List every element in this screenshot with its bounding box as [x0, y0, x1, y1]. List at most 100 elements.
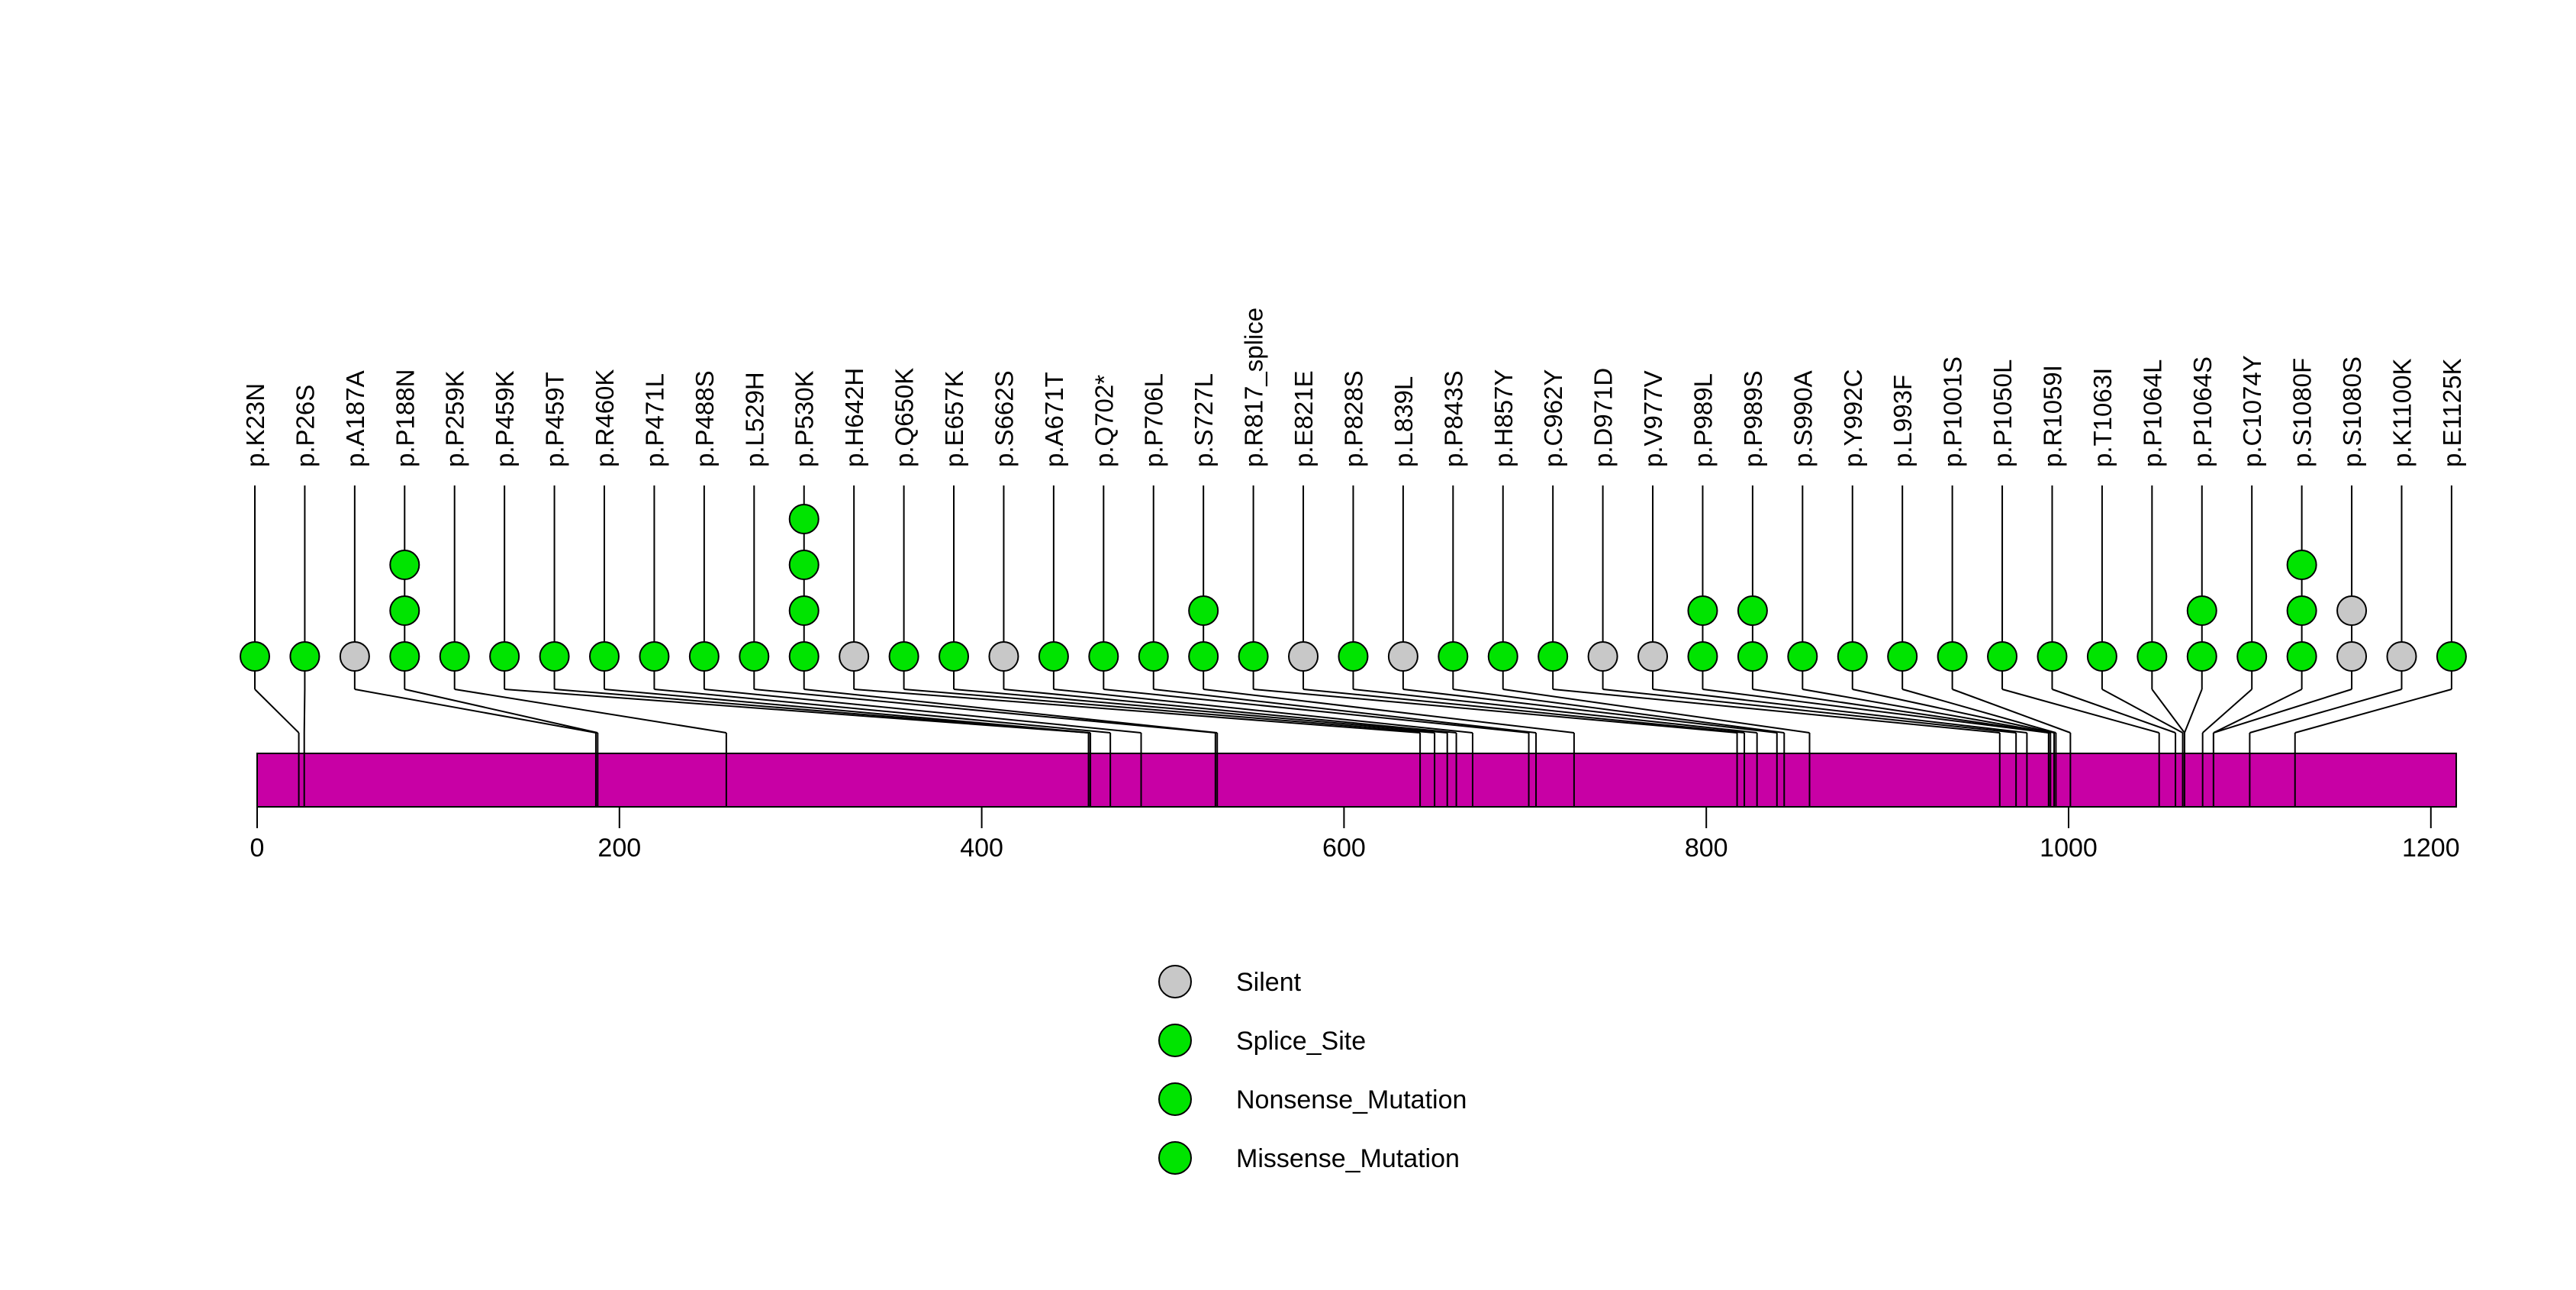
mutation-circle [788, 504, 819, 534]
connector-diagonal [754, 689, 1216, 734]
connector-diagonal [2213, 689, 2352, 734]
mutation-label: p.P530K [791, 370, 819, 467]
mutation-circle [1787, 641, 1818, 672]
mutation-circle [688, 641, 720, 672]
connector-diagonal [854, 689, 1421, 734]
mutation-circle [1987, 641, 2018, 672]
mutation-circle [240, 641, 270, 672]
lollipop: p.P488S [688, 370, 1142, 807]
legend: SilentSplice_SiteNonsense_MutationMissen… [1158, 965, 1467, 1175]
lollipop: p.P828S [1338, 370, 1758, 807]
mutation-label: p.P989L [1689, 373, 1717, 467]
connector-diagonal [1153, 689, 1537, 734]
connector-diagonal [903, 689, 1435, 734]
lollipop: p.Y992C [1837, 369, 2056, 807]
mutation-circle [2186, 641, 2217, 672]
mutation-label: p.R817_splice [1240, 308, 1268, 467]
axis-tick-label: 400 [960, 834, 1003, 863]
connector-diagonal [2213, 689, 2303, 734]
mutation-circle [489, 641, 520, 672]
lollipop: p.S1080S [2212, 356, 2368, 807]
lollipop: p.S990A [1787, 370, 2052, 807]
mutation-circle [389, 595, 420, 626]
connector-diagonal [354, 689, 597, 734]
axis-tick-label: 600 [1322, 834, 1366, 863]
connector-diagonal [2151, 689, 2185, 734]
connector-diagonal [604, 689, 1091, 734]
mutation-circle [739, 641, 770, 672]
protein-domain-bar [256, 753, 2458, 808]
axis-tick-label: 1000 [2040, 834, 2098, 863]
connector-diagonal [803, 689, 1218, 734]
mutation-circle [1438, 641, 1469, 672]
mutation-label: p.P1001S [1939, 356, 1967, 467]
mutation-circle [1937, 641, 1968, 672]
mutation-circle [589, 641, 620, 672]
connector-diagonal [1502, 689, 1810, 734]
mutation-label: p.T1063I [2088, 368, 2117, 467]
mutation-label: p.C1074Y [2238, 355, 2266, 467]
lollipop: p.P1064L [2136, 360, 2185, 807]
mutation-label: p.D971D [1589, 368, 1618, 467]
legend-label: Missense_Mutation [1236, 1144, 1460, 1173]
mutation-label: p.K23N [241, 383, 269, 467]
connector-diagonal [1453, 689, 1785, 734]
legend-swatch-nonsense_mutation [1158, 1082, 1192, 1116]
connector-diagonal [1852, 689, 2055, 734]
mutation-circle [2436, 641, 2467, 672]
lollipop: p.L529H [739, 372, 1216, 807]
lollipop: p.R817_splice [1238, 308, 1738, 807]
connector-diagonal [1752, 689, 2050, 734]
connector-diagonal [953, 689, 1447, 734]
connector-diagonal [1253, 689, 1737, 734]
legend-swatch-silent [1158, 965, 1192, 998]
connector-diagonal [2184, 689, 2203, 734]
legend-label: Silent [1236, 968, 1302, 997]
legend-label: Nonsense_Mutation [1236, 1085, 1467, 1114]
connector-diagonal [1302, 689, 1745, 734]
lollipop: p.P1050L [1987, 360, 2160, 807]
lollipop: p.P989S [1737, 370, 2050, 807]
mutation-label: p.R460K [591, 369, 619, 467]
lollipop: p.H642H [839, 368, 1422, 807]
mutation-circle [1737, 641, 1768, 672]
mutation-label: p.S727L [1190, 373, 1218, 467]
connector-diagonal [404, 689, 598, 734]
mutation-circle [939, 641, 970, 672]
mutation-label: p.E821E [1290, 370, 1318, 467]
lollipop: p.P706L [1138, 373, 1538, 807]
mutation-label: p.P1050L [1988, 360, 2017, 467]
lollipop: p.R1059I [2037, 365, 2177, 807]
mutation-label: p.L529H [740, 372, 768, 467]
axis-tick-label: 200 [597, 834, 641, 863]
mutation-circle [2286, 550, 2317, 580]
connector-diagonal [2001, 689, 2159, 734]
lollipop: p.C962Y [1538, 369, 2001, 807]
mutation-circle [1238, 641, 1269, 672]
lollipop: p.K23N [240, 383, 300, 807]
lollipop: p.S662S [988, 370, 1457, 807]
connector-diagonal [1103, 689, 1529, 734]
connector-diagonal [1553, 689, 2000, 734]
mutation-circle [788, 595, 819, 626]
mutation-circle [1687, 595, 1718, 626]
connector-diagonal [1203, 689, 1575, 734]
lollipop: p.Q650K [888, 368, 1436, 807]
connector-diagonal [2052, 689, 2176, 734]
mutation-circle [2236, 641, 2268, 672]
connector-diagonal [1053, 689, 1473, 734]
mutation-circle [1637, 641, 1669, 672]
connector-diagonal [704, 689, 1141, 734]
mutation-label: p.P459K [491, 370, 519, 467]
connector-diagonal [1003, 689, 1457, 734]
lollipop: p.S727L [1188, 373, 1575, 807]
mutation-circle [2186, 595, 2217, 626]
axis-tick-label: 0 [250, 834, 265, 863]
mutation-circle [2386, 641, 2417, 672]
lollipop: p.K1100K [2249, 358, 2417, 807]
mutation-label: p.P843S [1439, 370, 1467, 467]
legend-swatch-missense_mutation [1158, 1141, 1192, 1175]
connector-diagonal [554, 689, 1089, 734]
mutation-circle [2086, 641, 2117, 672]
